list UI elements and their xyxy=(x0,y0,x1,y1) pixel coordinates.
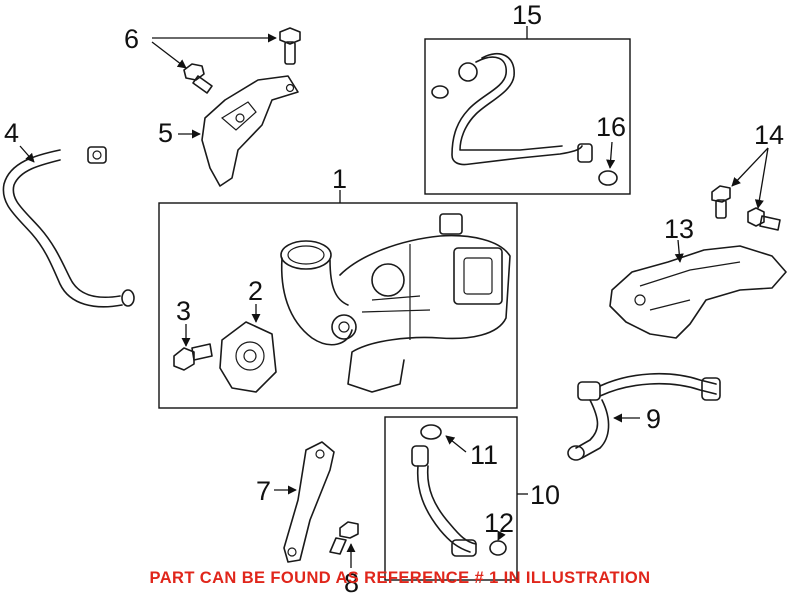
bolt-part-3 xyxy=(173,343,213,371)
callout-3: 3 xyxy=(176,296,191,326)
oil-feed-line-part xyxy=(431,52,593,166)
callout-16: 16 xyxy=(596,112,626,142)
seal-ring-part-16 xyxy=(598,170,618,186)
callout-11: 11 xyxy=(470,440,498,470)
callout-12: 12 xyxy=(484,508,514,538)
callout-8: 8 xyxy=(344,568,359,596)
callout-4: 4 xyxy=(4,118,19,148)
callout-7: 7 xyxy=(256,476,271,506)
reference-note: PART CAN BE FOUND AS REFERENCE # 1 IN IL… xyxy=(149,569,651,587)
callout-10: 10 xyxy=(530,480,560,510)
callout-15: 15 xyxy=(512,0,542,30)
callout-13: 13 xyxy=(664,214,694,244)
bolt-part-14a xyxy=(711,185,731,219)
coolant-pipe-part xyxy=(2,146,135,308)
turbocharger-part xyxy=(280,213,511,393)
group-box-oil-return-line xyxy=(384,416,518,581)
callout-1: 1 xyxy=(332,164,347,194)
seal-ring-part-12 xyxy=(489,540,507,556)
bolt-part-14b xyxy=(747,207,781,231)
callout-5: 5 xyxy=(158,118,173,148)
callout-6: 6 xyxy=(124,24,139,54)
callout-14: 14 xyxy=(754,120,784,150)
callout-2: 2 xyxy=(248,276,263,306)
bolt-part-upper xyxy=(279,27,301,65)
seal-ring-part-11 xyxy=(420,424,442,440)
oil-return-line-part xyxy=(411,445,477,557)
bolt-part-lower xyxy=(183,63,213,94)
bolt-part-8 xyxy=(329,521,359,555)
group-box-turbocharger xyxy=(158,202,518,409)
actuator-part xyxy=(219,321,277,393)
callout-9: 9 xyxy=(646,404,661,434)
heat-shield-part-13 xyxy=(609,245,787,339)
coolant-return-pipe-part xyxy=(567,373,721,461)
support-bracket-part xyxy=(283,441,335,563)
leader-lines xyxy=(19,26,769,568)
heat-shield-part xyxy=(201,75,299,187)
